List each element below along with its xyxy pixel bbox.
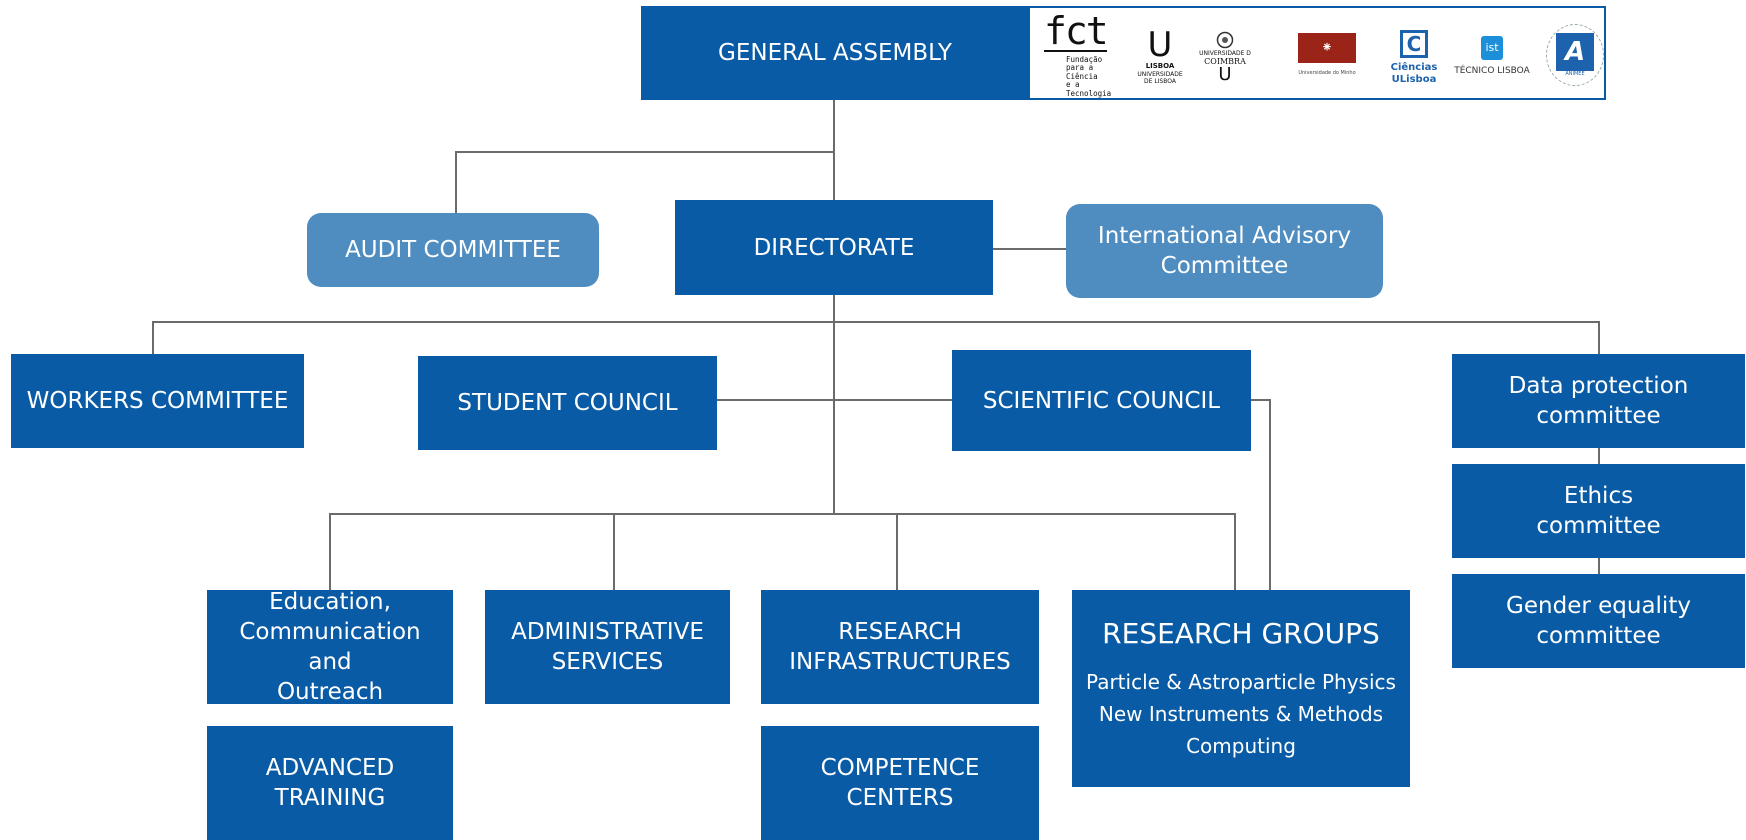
- coimbra-seal-icon: [1216, 31, 1234, 49]
- education-communication-outreach-box: Education, Communication and Outreach: [207, 589, 453, 705]
- ulisboa-mark: U: [1147, 24, 1173, 65]
- data-protection-committee-box: Data protection committee: [1452, 354, 1745, 448]
- advanced-training-box: ADVANCED TRAINING: [207, 726, 453, 840]
- tecnico-mark: ist: [1481, 36, 1503, 60]
- animee-mark: A: [1556, 32, 1594, 71]
- international-advisory-committee-box: International Advisory Committee: [1066, 204, 1383, 298]
- research-groups-box: RESEARCH GROUPS Particle & Astroparticle…: [1072, 590, 1410, 787]
- administrative-services-box: ADMINISTRATIVE SERVICES: [485, 590, 730, 704]
- audit-committee-box: AUDIT COMMITTEE: [307, 213, 599, 287]
- scientific-council-box: SCIENTIFIC COUNCIL: [952, 350, 1251, 451]
- ciencias-mark: C: [1400, 29, 1428, 58]
- competence-centers-box: COMPETENCE CENTERS: [761, 726, 1039, 840]
- coimbra-logo: UNIVERSIDADE D COIMBRA U: [1196, 22, 1254, 92]
- uminho-logo: ⁕ Universidade do Minho: [1292, 28, 1362, 82]
- ciencias-logo: C Ciências ULisboa: [1390, 29, 1438, 85]
- ethics-committee-box: Ethics committee: [1452, 464, 1745, 558]
- general-assembly-box: GENERAL ASSEMBLY: [641, 6, 1029, 100]
- student-council-box: STUDENT COUNCIL: [418, 356, 717, 450]
- fct-mark: fct: [1044, 8, 1109, 53]
- gender-equality-committee-box: Gender equality committee: [1452, 574, 1745, 668]
- research-infrastructures-box: RESEARCH INFRASTRUCTURES: [761, 590, 1039, 704]
- animee-logo: A ANIMEE: [1546, 24, 1604, 86]
- tecnico-logo: ist TÉCNICO LISBOA: [1450, 30, 1534, 84]
- partner-logos-panel: fct Fundação para a Ciência e a Tecnolog…: [1028, 6, 1606, 100]
- ulisboa-logo: U LISBOA UNIVERSIDADE DE LISBOA: [1137, 24, 1183, 85]
- fct-logo: fct Fundação para a Ciência e a Tecnolog…: [1044, 8, 1112, 98]
- research-group-item: New Instruments & Methods: [1098, 701, 1384, 726]
- workers-committee-box: WORKERS COMMITTEE: [11, 354, 304, 448]
- research-group-item: Particle & Astroparticle Physics: [1086, 669, 1396, 694]
- uminho-flag-icon: ⁕: [1298, 33, 1356, 63]
- research-groups-title: RESEARCH GROUPS: [1102, 616, 1380, 650]
- general-assembly-label: GENERAL ASSEMBLY: [718, 40, 952, 66]
- research-group-item: Computing: [1186, 733, 1296, 758]
- coimbra-mark: U: [1218, 64, 1232, 85]
- directorate-box: DIRECTORATE: [675, 200, 993, 295]
